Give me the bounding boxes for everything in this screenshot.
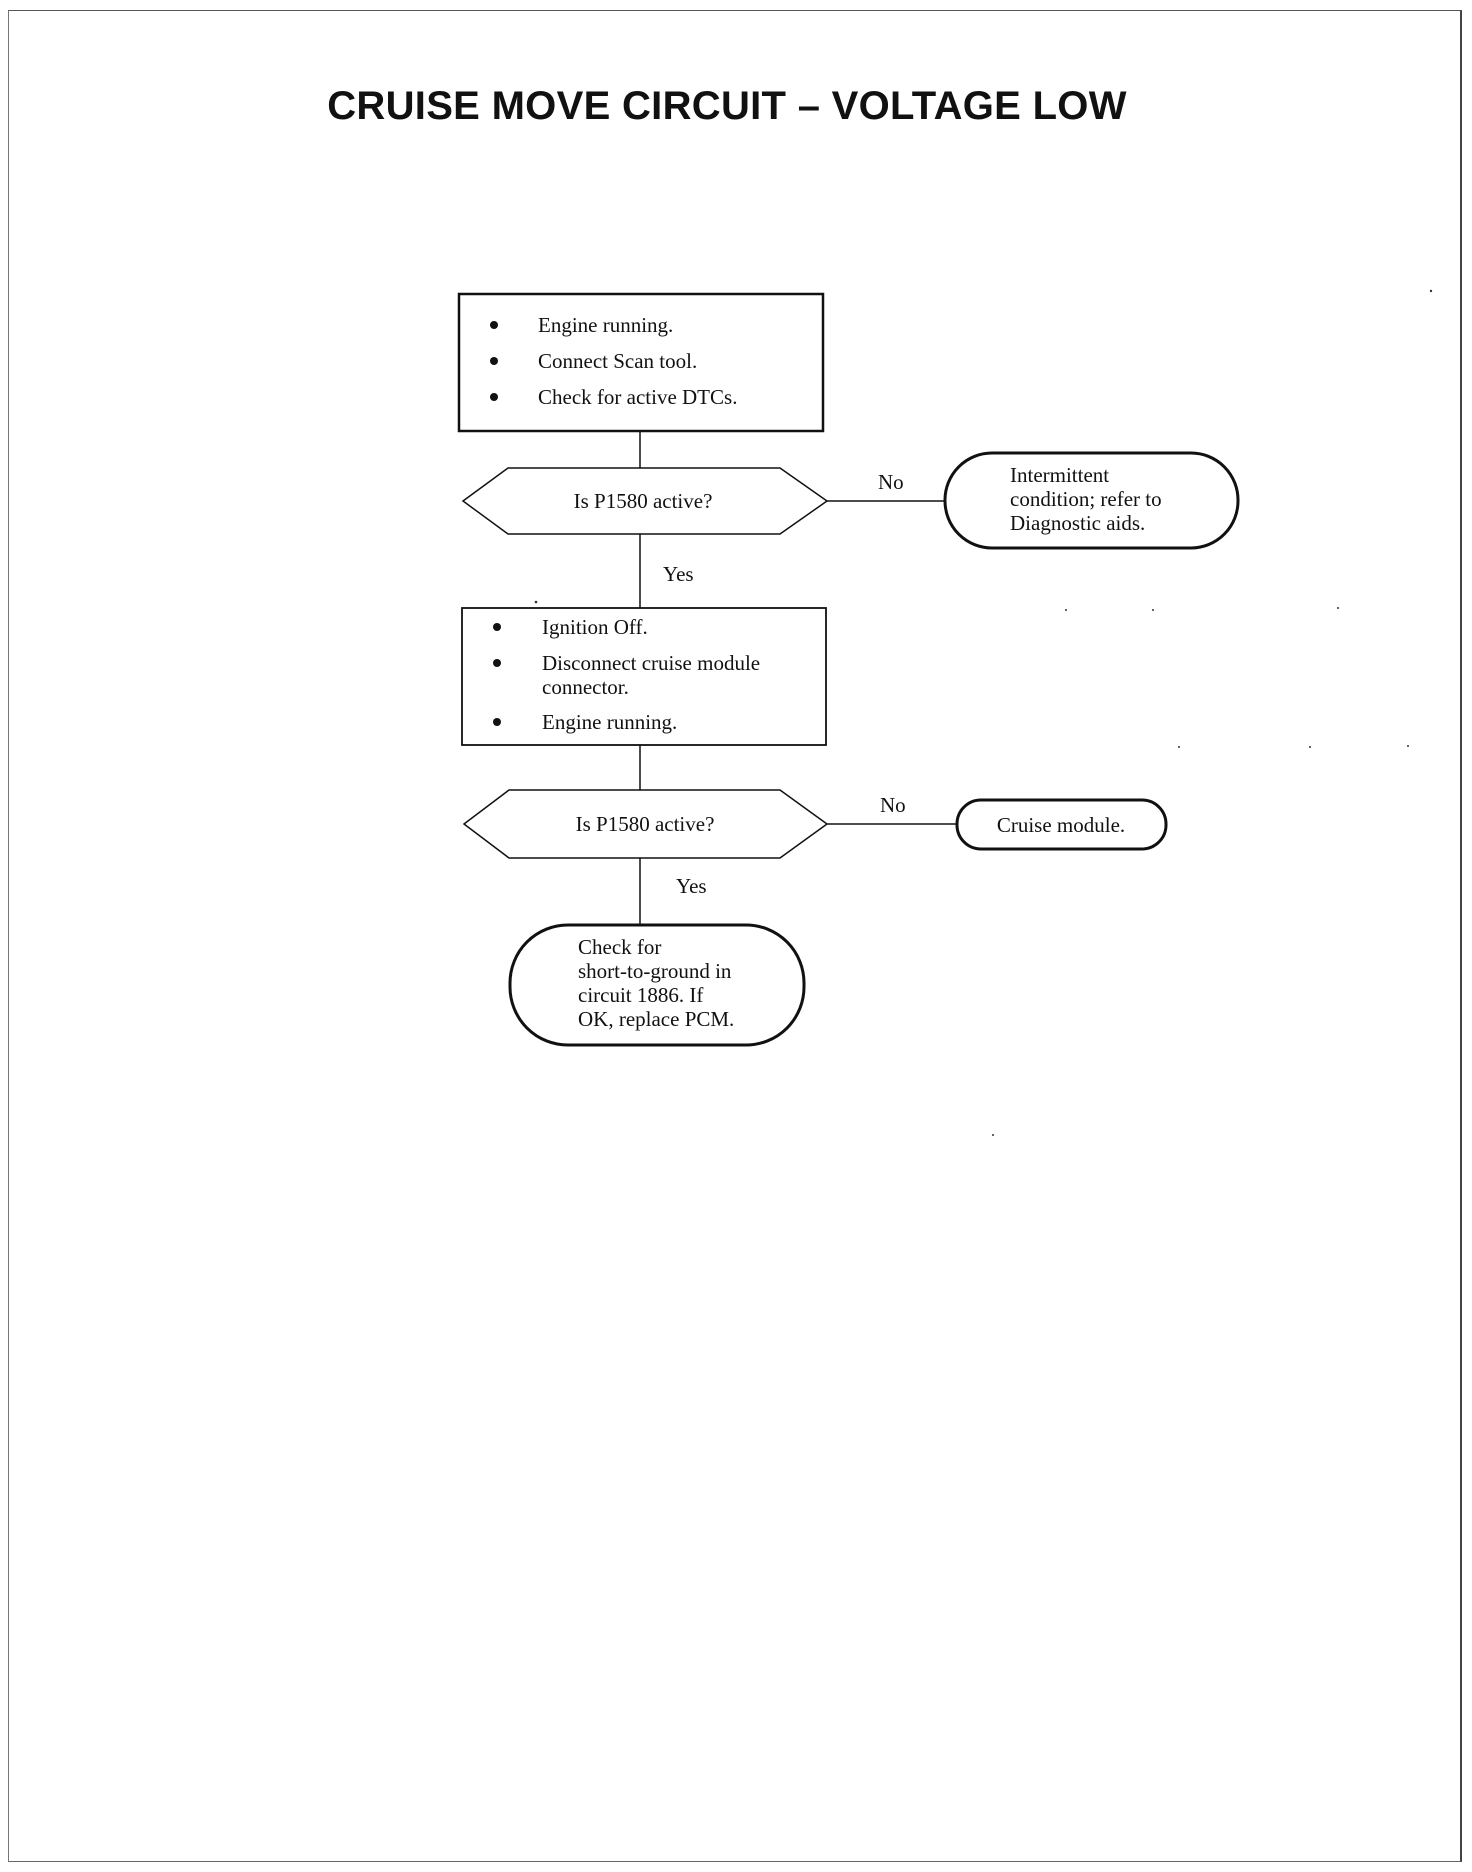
decision2-no-result: Cruise module. xyxy=(997,813,1125,837)
step1-bullet-3: Check for active DTCs. xyxy=(538,385,737,409)
step1-bullet-2: Connect Scan tool. xyxy=(538,349,697,373)
bullet-icon xyxy=(493,623,501,631)
bullet-icon xyxy=(493,718,501,726)
decision1-no-label: No xyxy=(878,470,904,494)
decision2-yes-result-line-2: short-to-ground in xyxy=(578,959,732,983)
page-frame xyxy=(8,10,1462,1862)
step1-bullets xyxy=(490,321,498,401)
bullet-icon xyxy=(490,321,498,329)
step1-bullet-1: Engine running. xyxy=(538,313,673,337)
bullet-icon xyxy=(490,357,498,365)
decision1-no-result-line-2: condition; refer to xyxy=(1010,487,1162,511)
step2-bullet-2-line-2: connector. xyxy=(542,675,629,699)
decision1-no-result-terminal xyxy=(943,451,1240,550)
decision2-yes-label: Yes xyxy=(676,874,707,898)
step1-box xyxy=(457,292,825,433)
bullet-icon xyxy=(490,393,498,401)
decision1-no-result-line-1: Intermittent xyxy=(1010,463,1109,487)
decision2-yes-result-line-4: OK, replace PCM. xyxy=(578,1007,734,1031)
step2-box xyxy=(461,607,827,746)
bullet-icon xyxy=(493,659,501,667)
step2-bullet-2-line-1: Disconnect cruise module xyxy=(542,651,760,675)
decision2-yes-result-line-3: circuit 1886. If xyxy=(578,983,703,1007)
step2-bullets xyxy=(493,623,501,726)
step2-bullet-1: Ignition Off. xyxy=(542,615,648,639)
decision1-yes-label: Yes xyxy=(663,562,694,586)
decision2-yes-result-line-1: Check for xyxy=(578,935,661,959)
decision2-no-label: No xyxy=(880,793,906,817)
step2-bullet-3: Engine running. xyxy=(542,710,677,734)
decision2-question: Is P1580 active? xyxy=(576,812,715,836)
decision1-no-result-line-3: Diagnostic aids. xyxy=(1010,511,1145,535)
scan-specks xyxy=(534,289,1433,1136)
page-title: CRUISE MOVE CIRCUIT – VOLTAGE LOW xyxy=(327,84,1127,128)
decision1-question: Is P1580 active? xyxy=(574,489,713,513)
decision2-no-result-terminal xyxy=(955,798,1168,851)
decision2-yes-result-terminal xyxy=(508,923,806,1047)
